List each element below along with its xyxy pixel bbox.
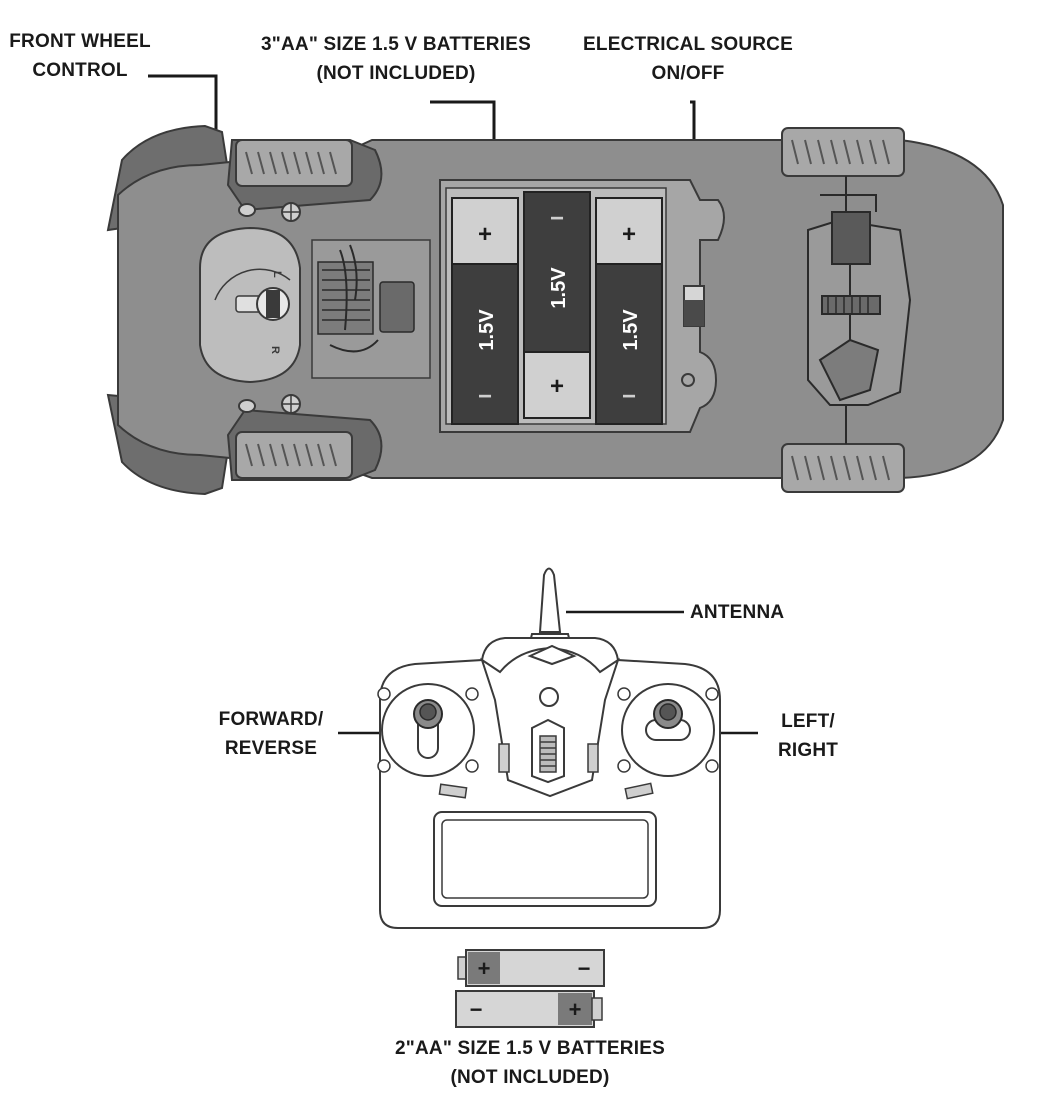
- cell-2-voltage: 1.5V: [548, 267, 570, 309]
- power-switch-line-1: ELECTRICAL SOURCE: [583, 34, 793, 55]
- front-wheel-control-label: FRONT WHEEL CONTROL: [0, 27, 160, 85]
- car-battery-cell-2: − + 1.5V: [523, 191, 591, 419]
- front-wheel-top: [235, 139, 353, 187]
- remote-battery-1-left-sign: +: [478, 956, 491, 981]
- power-indicator-light: [539, 687, 559, 707]
- cell-1-top-sign: +: [478, 221, 492, 248]
- motor-assembly: [311, 239, 431, 379]
- remote-battery-1-right-sign: −: [578, 956, 591, 981]
- steering-dial-arc: [214, 268, 291, 301]
- car-batteries-line-2: (NOT INCLUDED): [316, 63, 476, 84]
- front-wheel-control-line-2: CONTROL: [32, 60, 128, 81]
- steering-mark-left: L: [271, 271, 283, 278]
- steering-mark-right: R: [269, 346, 281, 354]
- cell-3-voltage: 1.5V: [620, 309, 642, 351]
- car-batteries-label: 3"AA" SIZE 1.5 V BATTERIES (NOT INCLUDED…: [226, 30, 566, 88]
- rear-wheel-top: [781, 127, 905, 177]
- trim-switches[interactable]: [438, 743, 654, 800]
- remote-battery-2: − +: [455, 990, 603, 1028]
- forward-reverse-line-2: REVERSE: [224, 738, 318, 759]
- car-batteries-line-1: 3"AA" SIZE 1.5 V BATTERIES: [261, 34, 531, 55]
- remote-batteries-line-1: 2"AA" SIZE 1.5 V BATTERIES: [395, 1038, 665, 1059]
- remote-batteries-label: 2"AA" SIZE 1.5 V BATTERIES (NOT INCLUDED…: [360, 1034, 700, 1092]
- front-wheel-control-line-1: FRONT WHEEL: [9, 31, 151, 52]
- rear-wheel-bottom: [781, 443, 905, 493]
- cell-1-bottom-sign: −: [478, 383, 492, 410]
- antenna-label: ANTENNA: [690, 598, 820, 627]
- cell-2-bottom-sign: +: [550, 373, 564, 400]
- power-switch-label: ELECTRICAL SOURCE ON/OFF: [568, 30, 808, 88]
- antenna-label-text: ANTENNA: [690, 602, 785, 623]
- rear-gear-mechanism: [807, 176, 912, 444]
- power-switch-line-2: ON/OFF: [651, 63, 725, 84]
- power-switch[interactable]: [683, 285, 705, 327]
- antenna: [538, 567, 562, 633]
- cell-3-bottom-sign: −: [622, 383, 636, 410]
- front-wheel-bottom: [235, 431, 353, 479]
- left-right-label: LEFT/ RIGHT: [758, 707, 858, 765]
- cell-1-voltage: 1.5V: [476, 309, 498, 351]
- remote-battery-2-left-sign: −: [470, 997, 483, 1022]
- remote-power-switch[interactable]: [531, 718, 565, 784]
- cell-2-top-sign: −: [550, 205, 564, 232]
- forward-reverse-label: FORWARD/ REVERSE: [196, 705, 346, 763]
- left-right-line-1: LEFT/: [781, 711, 835, 732]
- remote-battery-2-right-sign: +: [569, 997, 582, 1022]
- steering-knob: [235, 287, 290, 321]
- left-right-stick[interactable]: [617, 683, 719, 777]
- car-battery-cell-3: + − 1.5V: [595, 197, 663, 425]
- left-right-line-2: RIGHT: [777, 740, 839, 761]
- cell-3-top-sign: +: [622, 221, 636, 248]
- remote-battery-1: + −: [457, 949, 605, 987]
- car-battery-cell-1: + − 1.5V: [451, 197, 519, 425]
- forward-reverse-stick[interactable]: [377, 683, 479, 777]
- forward-reverse-line-1: FORWARD/: [218, 709, 324, 730]
- remote-batteries-line-2: (NOT INCLUDED): [450, 1067, 610, 1088]
